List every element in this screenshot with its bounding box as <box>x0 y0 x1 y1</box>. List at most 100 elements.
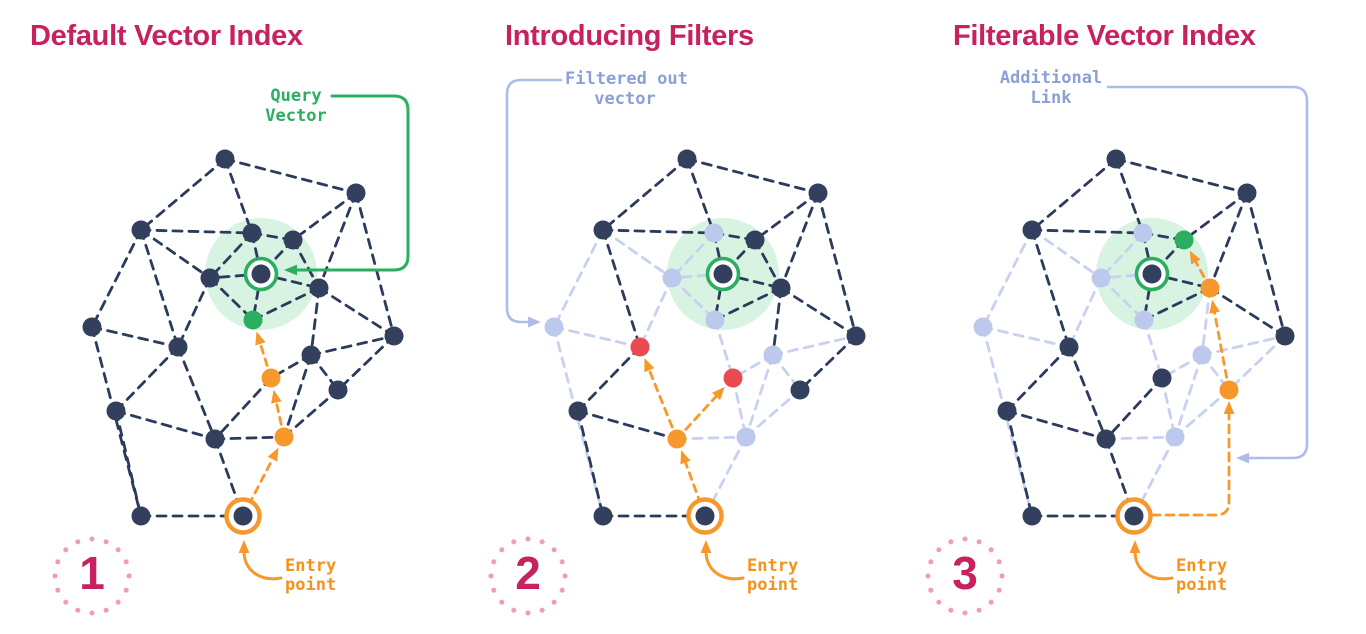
entry-point-label-1: Entry point <box>285 557 336 595</box>
graph-edge <box>309 286 321 357</box>
graph-node-query <box>1142 264 1162 284</box>
graph-edge-filtered <box>1142 318 1164 380</box>
graph-edge-filtered <box>1227 334 1287 392</box>
graph-edge <box>336 334 396 392</box>
graph-edge <box>176 276 212 349</box>
graph-node-navy <box>82 317 102 337</box>
graph-node-lavender <box>1165 427 1185 447</box>
graph-node-navy <box>593 506 613 526</box>
graph-edge <box>576 409 679 441</box>
graph-edge <box>139 228 254 235</box>
additional-link-label-line2: Link <box>1030 88 1072 108</box>
graph-edge-filtered <box>1067 276 1103 349</box>
graph-edge <box>779 286 858 338</box>
graph-edge <box>1245 191 1287 338</box>
graph-edge <box>282 388 340 439</box>
graph-node-lavender <box>662 268 682 288</box>
search-path-edge <box>684 395 718 431</box>
graph-node-lavender <box>763 345 783 365</box>
graph-edge-filtered <box>1173 353 1204 439</box>
graph-edge <box>291 191 358 242</box>
search-path-arrowhead-icon <box>1209 299 1220 314</box>
entry-label-3-line1: Entry <box>1176 556 1228 576</box>
graph-edge-filtered <box>1104 435 1177 441</box>
graph-edge <box>1067 345 1108 441</box>
graph-edge <box>576 409 605 518</box>
entry-point-callout-arrow <box>1133 549 1174 581</box>
graph-edge <box>685 157 820 195</box>
search-path-edge <box>1213 311 1229 379</box>
graph-edge <box>1142 286 1212 322</box>
graph-edge <box>779 191 820 290</box>
graph-edge-filtered <box>1173 388 1231 439</box>
graph-edge <box>601 228 716 235</box>
graph-edge-filtered <box>675 435 748 441</box>
search-path-edge <box>1194 260 1206 278</box>
graph-node-navy <box>745 230 765 250</box>
panel-filterable-vector-index <box>925 85 1309 616</box>
graph-edge <box>1030 157 1118 232</box>
step-badge-circle <box>52 536 132 616</box>
graph-node-navy <box>1275 326 1295 346</box>
query-vector-pointer <box>289 94 410 272</box>
graph-node-navy <box>168 337 188 357</box>
graph-node-entry <box>1124 506 1144 526</box>
graph-node-navy <box>200 268 220 288</box>
graph-node-lavender <box>705 310 725 330</box>
graph-node-red <box>723 368 743 388</box>
step-badge-circle <box>488 536 568 616</box>
step-badge-1: 1 <box>79 547 105 599</box>
graph-edge-filtered <box>731 376 748 439</box>
entry-point-callout-arrow <box>704 549 745 581</box>
graph-edge-filtered <box>1099 231 1145 280</box>
graph-edge-filtered <box>552 228 605 329</box>
graph-node-navy <box>790 380 810 400</box>
graph-edge <box>208 276 255 322</box>
graph-node-navy <box>328 380 348 400</box>
graph-node-navy <box>384 326 404 346</box>
graph-node-navy <box>283 230 303 250</box>
entry-point-arrowhead-icon <box>238 540 250 553</box>
graph-node-navy <box>568 401 588 421</box>
graph-edge-filtered <box>1030 228 1103 280</box>
graph-node-navy <box>131 220 151 240</box>
graph-edge <box>601 228 642 349</box>
graph-edge-filtered <box>670 276 717 322</box>
graph-edge <box>176 345 217 441</box>
graph-node-navy <box>1152 368 1172 388</box>
graph-node-navy <box>1059 337 1079 357</box>
search-path-arrowhead-icon <box>644 358 655 373</box>
graph-edge-filtered <box>670 231 716 280</box>
graph-node-navy <box>1022 506 1042 526</box>
graph-edge <box>601 157 689 232</box>
graph-node-navy <box>846 326 866 346</box>
graph-edge-filtered <box>981 325 1071 349</box>
search-path-edge <box>247 457 274 506</box>
graph-edge <box>114 345 180 413</box>
graph-edge-filtered <box>1099 276 1146 322</box>
graph-edge <box>309 334 396 357</box>
graph-edge-filtered <box>744 353 775 439</box>
graph-edge <box>1114 157 1145 235</box>
graph-node-navy <box>215 149 235 169</box>
query-vector-label-line2: Vector <box>265 106 327 126</box>
graph-edge-filtered <box>981 228 1034 329</box>
graph-edge-filtered <box>713 318 735 380</box>
graph-edge <box>1005 409 1034 518</box>
graph-edge <box>1030 228 1145 235</box>
graph-node-lavender <box>1192 345 1212 365</box>
graph-node-orange <box>667 429 687 449</box>
graph-edge <box>90 325 143 518</box>
graph-node-navy <box>808 183 828 203</box>
graph-node-query <box>713 264 733 284</box>
graph-node-navy <box>346 183 366 203</box>
graph-node-navy <box>131 506 151 526</box>
graph-edge-filtered <box>744 388 802 439</box>
graph-node-green <box>1174 230 1194 250</box>
graph-edge <box>90 228 143 329</box>
graph-edge-filtered <box>771 334 858 357</box>
entry-label-2-line1: Entry <box>747 556 799 576</box>
graph-node-navy <box>677 149 697 169</box>
entry-point-label-2: Entry point <box>747 557 798 595</box>
